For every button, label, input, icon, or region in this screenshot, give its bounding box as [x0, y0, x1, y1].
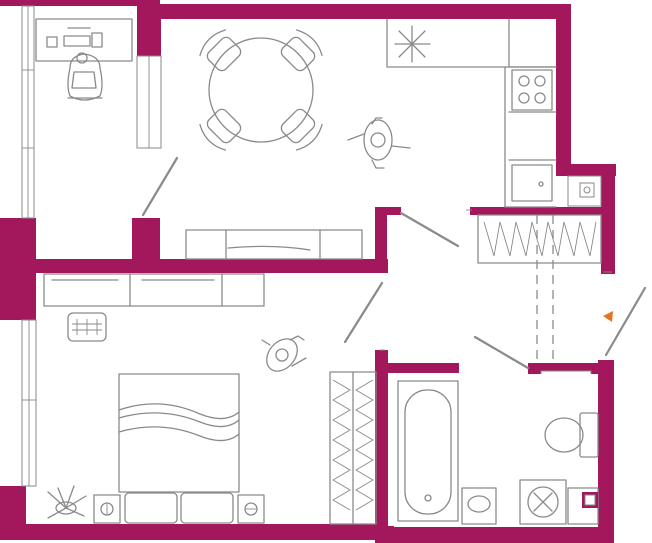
- person-icon-bedroom: [261, 335, 307, 372]
- wall-bath-left: [375, 350, 388, 540]
- bed-icon: [118, 373, 240, 524]
- door-bedroom: [343, 281, 384, 344]
- nightstand: [93, 494, 265, 524]
- wall-cutouts: [388, 175, 602, 526]
- wall-kitchen-right: [556, 4, 571, 176]
- person-icon: [347, 117, 411, 169]
- dining-table-icon: [208, 37, 314, 143]
- wardrobe-icon-hall: [329, 371, 377, 525]
- radiator-grid: [67, 312, 107, 342]
- windows: [21, 5, 162, 487]
- toilet-icon: [544, 412, 599, 458]
- door-balcony: [141, 156, 179, 217]
- kitchen-counter: [386, 18, 557, 208]
- wardrobe-icon: [43, 273, 265, 307]
- wall-top: [137, 4, 571, 19]
- kitchen-sink-icon: [511, 164, 553, 202]
- washing-machine-icon: [519, 479, 567, 525]
- chair-icon: [199, 29, 323, 151]
- stove-icon: [511, 69, 553, 111]
- wall-hall-right: [601, 164, 615, 274]
- wall-bath-right: [598, 360, 614, 543]
- desk-icon: [35, 18, 133, 101]
- tv-console: [185, 229, 363, 260]
- wall-bath-top: [375, 363, 459, 373]
- bath-shaft: [567, 487, 599, 525]
- doors: [141, 156, 647, 370]
- door-bathroom: [473, 335, 530, 370]
- plant-icon: [47, 485, 87, 519]
- wall-hall-top: [470, 207, 615, 215]
- wall-partition-vertical: [375, 207, 387, 273]
- wall-bottom: [0, 524, 394, 540]
- fridge-icon: [394, 25, 431, 63]
- wall-bath-bottom: [375, 527, 614, 543]
- wall-living-bottom-left: [36, 259, 388, 273]
- wash-basin-icon: [461, 487, 497, 525]
- wall-living-bottom-step: [132, 225, 160, 273]
- walls: [0, 0, 616, 543]
- door-entrance: [604, 286, 647, 357]
- wall-left-block: [0, 218, 36, 320]
- entrance-arrow-icon: [603, 311, 613, 322]
- hall-wardrobe: [477, 214, 602, 363]
- wall-balcony-right: [132, 218, 160, 230]
- wall-partition-top: [375, 207, 401, 215]
- bathtub-icon: [397, 380, 459, 522]
- door-kitchen: [399, 211, 460, 248]
- wall-top-left-block: [137, 4, 161, 56]
- wall-balcony-top: [0, 0, 160, 6]
